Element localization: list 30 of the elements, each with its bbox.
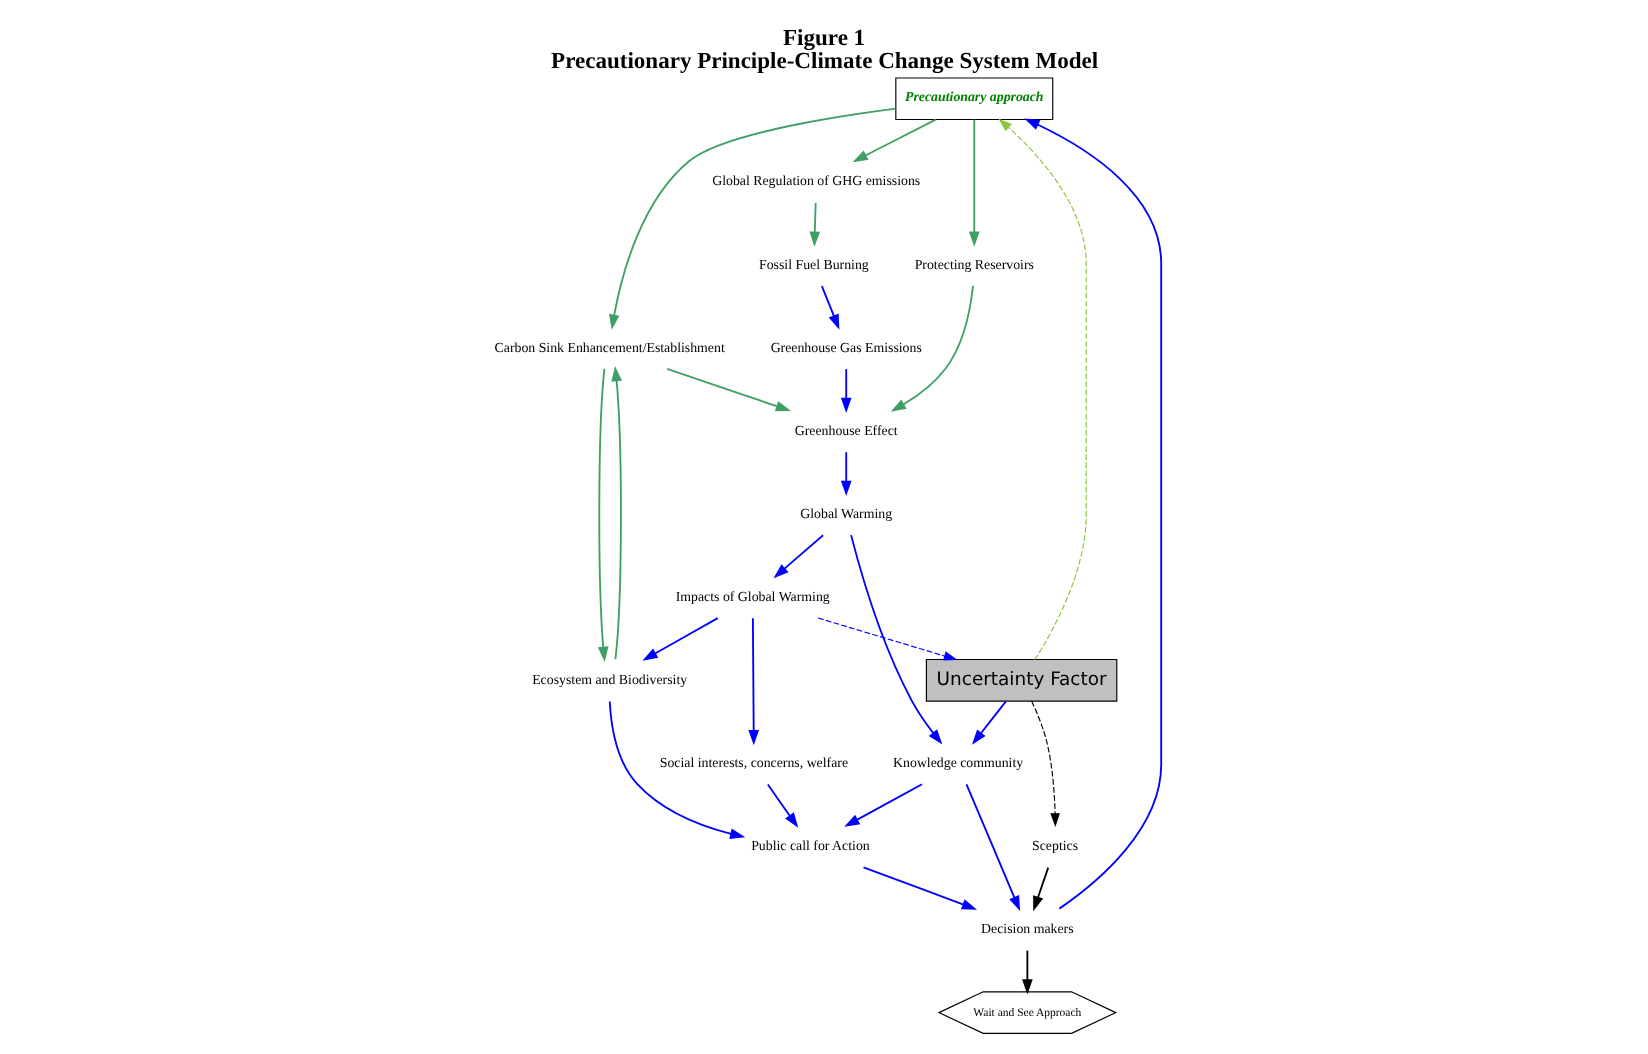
arrow (820, 284, 840, 329)
arrow (840, 367, 852, 412)
arrow (862, 865, 978, 909)
label: Figure 1 (783, 25, 866, 50)
arrow (1033, 865, 1050, 911)
arrow (817, 616, 958, 660)
arrow (850, 533, 943, 744)
arrow (666, 366, 792, 411)
arrow (608, 106, 897, 329)
arrow (844, 782, 923, 826)
arrow (965, 782, 1021, 911)
arrow (642, 616, 719, 660)
arrow (998, 117, 1087, 660)
arrow (611, 365, 622, 660)
arrow (766, 782, 799, 827)
diagram-title: Precautionary Principle-Climate Change System Model (551, 48, 1099, 73)
arrow (773, 533, 825, 578)
arrow (597, 366, 609, 661)
arrow (968, 117, 980, 246)
arrow (809, 201, 821, 246)
arrow (1031, 699, 1060, 827)
arrow (840, 450, 852, 496)
arrow (748, 616, 759, 745)
arrow (890, 283, 974, 411)
arrow (971, 699, 1007, 744)
node-box: Uncertainty Factor (925, 657, 1118, 701)
arrow (1024, 117, 1163, 909)
arrow (852, 117, 937, 162)
arrow (608, 699, 746, 838)
arrow (1022, 948, 1033, 994)
